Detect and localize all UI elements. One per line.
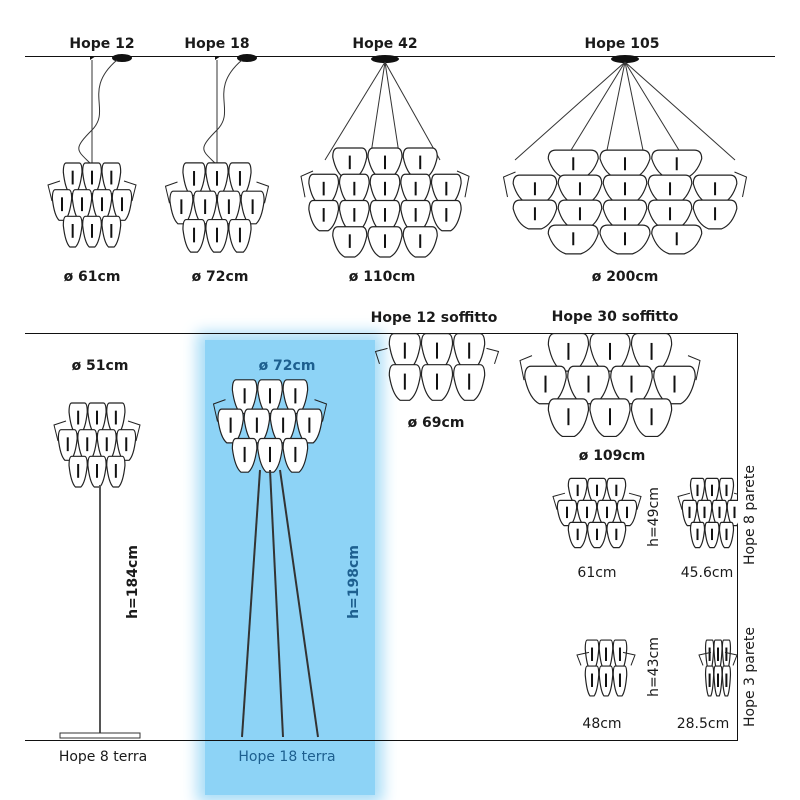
suspension-cable xyxy=(624,61,736,161)
tripod-leg xyxy=(279,469,319,738)
parete3-side-blade xyxy=(698,651,712,666)
wall-width: 61cm xyxy=(577,565,617,581)
ceiling-line xyxy=(25,56,775,57)
canopy xyxy=(215,56,221,60)
terra8-blade xyxy=(53,420,67,442)
wall-name: Hope 8 parete xyxy=(742,464,758,566)
parete3-side-blade xyxy=(724,651,738,666)
pendant-blade xyxy=(47,180,61,202)
floor-height: h=184cm xyxy=(125,545,141,619)
pendant-name: Hope 105 xyxy=(584,36,660,52)
suspension-cable xyxy=(624,61,646,161)
ceiling-diameter: ø 109cm xyxy=(578,448,646,464)
power-cord xyxy=(203,59,243,166)
wall-width: 48cm xyxy=(582,716,622,732)
soffitto30-blade xyxy=(687,355,701,381)
suspension-cable xyxy=(324,61,386,161)
wall-height: h=43cm xyxy=(646,637,662,697)
wall-depth: 45.6cm xyxy=(680,565,734,581)
suspension-cable xyxy=(624,61,686,161)
mask xyxy=(738,630,798,710)
canopy-icon xyxy=(112,54,132,62)
canopy-icon xyxy=(611,55,639,63)
soffitto12-blade xyxy=(486,347,500,365)
hope42-blade xyxy=(300,170,314,198)
pendant-diameter: ø 110cm xyxy=(348,269,416,285)
suspension-cable xyxy=(369,61,386,161)
pendant-name: Hope 12 xyxy=(69,36,135,52)
canopy-icon xyxy=(371,55,399,63)
floor-name: Hope 8 terra xyxy=(58,749,148,765)
mask xyxy=(738,470,798,560)
pendant-diameter: ø 72cm xyxy=(191,269,249,285)
terra18-blade xyxy=(314,399,328,422)
terra8-blade xyxy=(127,420,141,442)
parete8-blade xyxy=(552,492,566,510)
floor-height: h=198cm xyxy=(346,545,362,619)
suspension-cable xyxy=(384,61,401,161)
floor-name-selected: Hope 18 terra xyxy=(238,749,336,765)
suspension-cable xyxy=(384,61,441,161)
tripod-leg xyxy=(269,469,284,738)
power-cord xyxy=(78,59,118,166)
soffitto12-blade xyxy=(374,347,388,365)
wall-height: h=49cm xyxy=(646,487,662,547)
parete8-side-blade xyxy=(677,492,691,510)
pendant-diameter: ø 200cm xyxy=(591,269,659,285)
hope105-blade xyxy=(734,171,748,198)
wall-line xyxy=(737,333,738,741)
floor-line xyxy=(25,740,737,741)
pendant-blade xyxy=(256,181,270,204)
ceiling-name: Hope 30 soffitto xyxy=(551,309,679,325)
suspension-cable xyxy=(564,61,626,161)
floor-diameter: ø 72cm xyxy=(258,358,316,374)
terra18-blade xyxy=(212,399,226,422)
parete3-blade xyxy=(576,651,590,666)
parete3-blade xyxy=(622,651,636,666)
box-top-line xyxy=(25,333,737,334)
tripod-leg xyxy=(241,469,261,738)
hope105-blade xyxy=(502,171,516,198)
pendant-name: Hope 42 xyxy=(352,36,418,52)
ceiling-diameter: ø 69cm xyxy=(407,415,465,431)
pendant-blade xyxy=(123,180,137,202)
floor-base xyxy=(59,732,141,739)
suspension-cable xyxy=(604,61,626,161)
parete8-blade xyxy=(628,492,642,510)
suspension-cable xyxy=(514,61,626,161)
pendant-name: Hope 18 xyxy=(184,36,250,52)
canopy-icon xyxy=(237,54,257,62)
soffitto30-blade xyxy=(519,355,533,381)
wall-depth: 28.5cm xyxy=(676,716,730,732)
canopy xyxy=(90,56,96,60)
pendant-blade xyxy=(164,181,178,204)
wall-name: Hope 3 parete xyxy=(742,626,758,728)
floor-diameter: ø 51cm xyxy=(71,358,129,374)
pendant-diameter: ø 61cm xyxy=(63,269,121,285)
ceiling-name: Hope 12 soffitto xyxy=(370,310,498,326)
hope42-blade xyxy=(456,170,470,198)
